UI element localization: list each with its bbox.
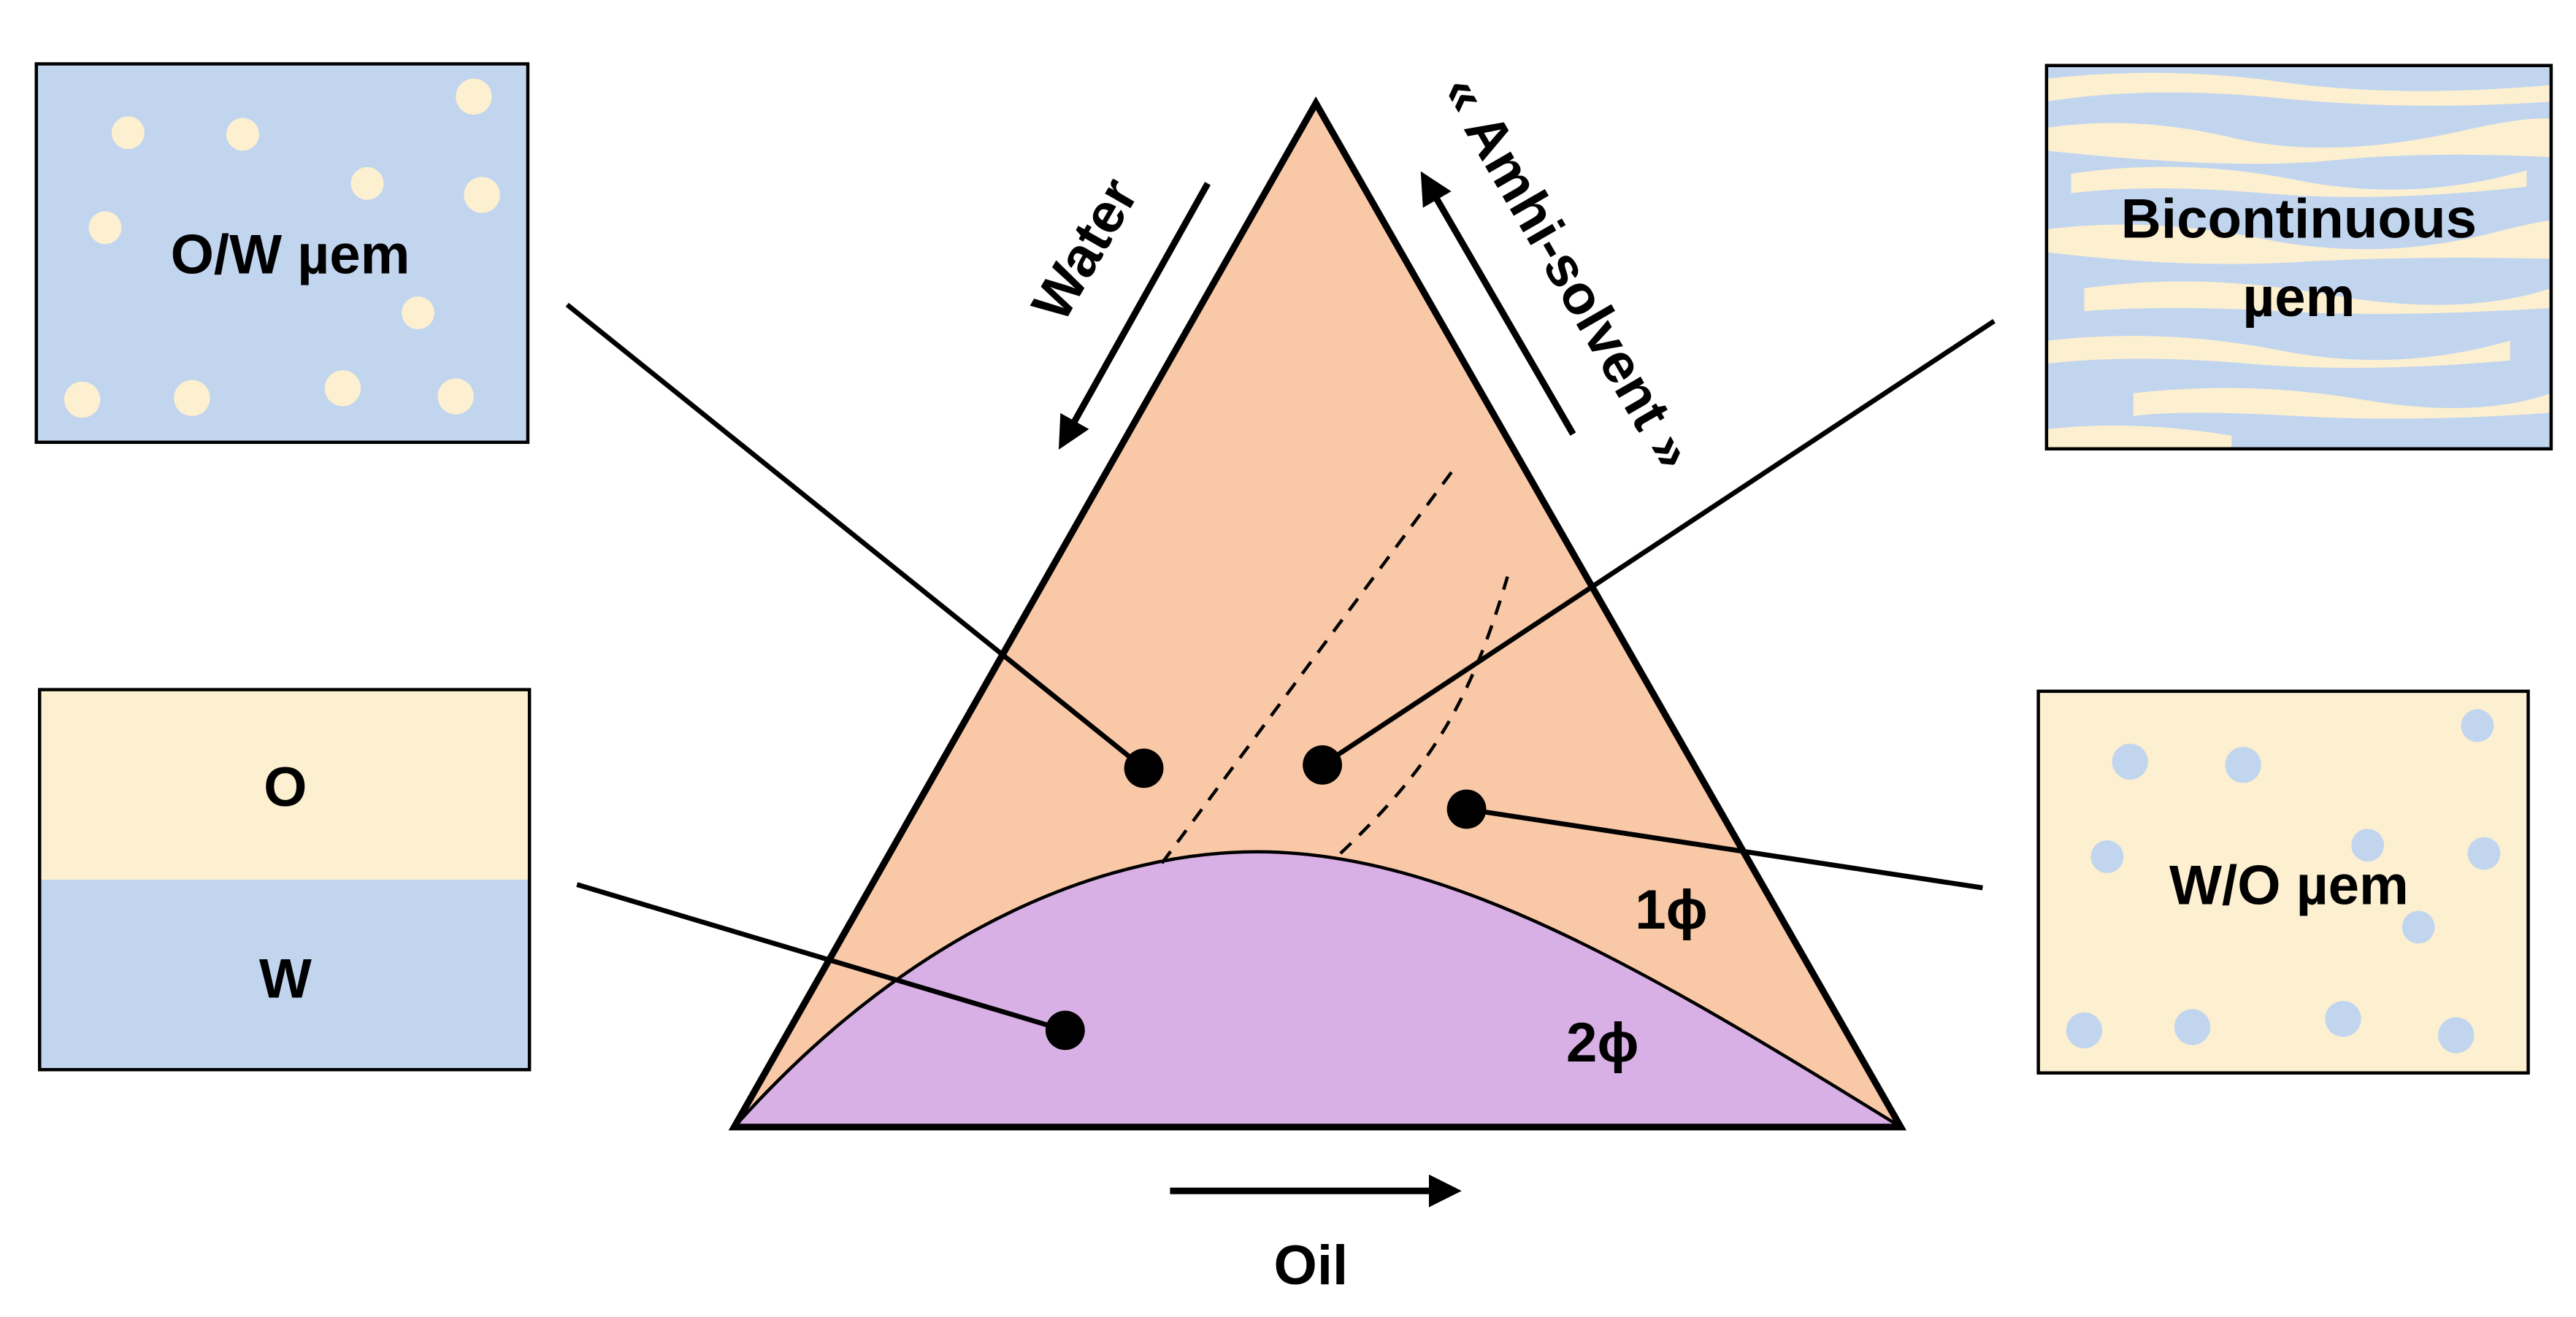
two-phase-label: 2ϕ [1566, 1012, 1639, 1074]
water-layer [39, 879, 530, 1070]
wo-label: W/O µem [2169, 855, 2409, 917]
bicontinuous-label-line1: Bicontinuous [2121, 188, 2477, 250]
oil-axis-label: Oil [1274, 1235, 1349, 1297]
separated-phases-box: O W [37, 688, 532, 1072]
bicontinuous-box: Bicontinuous µem [2044, 64, 2553, 451]
water-layer-label: W [259, 948, 312, 1010]
leader-separated [576, 882, 1066, 1033]
amphi-arrow [1420, 171, 1576, 436]
water-droplets [2066, 709, 2501, 1053]
point-ow [1124, 748, 1164, 788]
leader-bicontinuous [1321, 318, 1996, 767]
oil-droplets [64, 78, 500, 418]
point-bicontinuous [1303, 745, 1343, 785]
oil-layer [39, 689, 530, 880]
ow-microemulsion-box: O/W µem [34, 62, 530, 445]
binodal-curve [732, 850, 1902, 1129]
dashed-boundary-left [1160, 470, 1454, 864]
triangle-outline [728, 96, 1906, 1131]
leader-wo [1466, 807, 1983, 891]
point-wo [1446, 789, 1487, 829]
point-two-phase [1045, 1010, 1085, 1051]
water-axis-label: Water [1020, 168, 1150, 331]
dashed-boundary-right [1339, 576, 1509, 855]
ow-label: O/W µem [171, 224, 410, 286]
leader-ow [565, 302, 1146, 770]
bicontinuous-label-line2: µem [2242, 266, 2355, 329]
wo-microemulsion-box: W/O µem [2036, 689, 2530, 1075]
water-arrow [1058, 182, 1211, 450]
one-phase-label: 1ϕ [1635, 879, 1708, 941]
oil-layer-label: O [264, 756, 307, 818]
bicontinuous-texture [2046, 72, 2551, 449]
two-phase-region [734, 851, 1901, 1127]
